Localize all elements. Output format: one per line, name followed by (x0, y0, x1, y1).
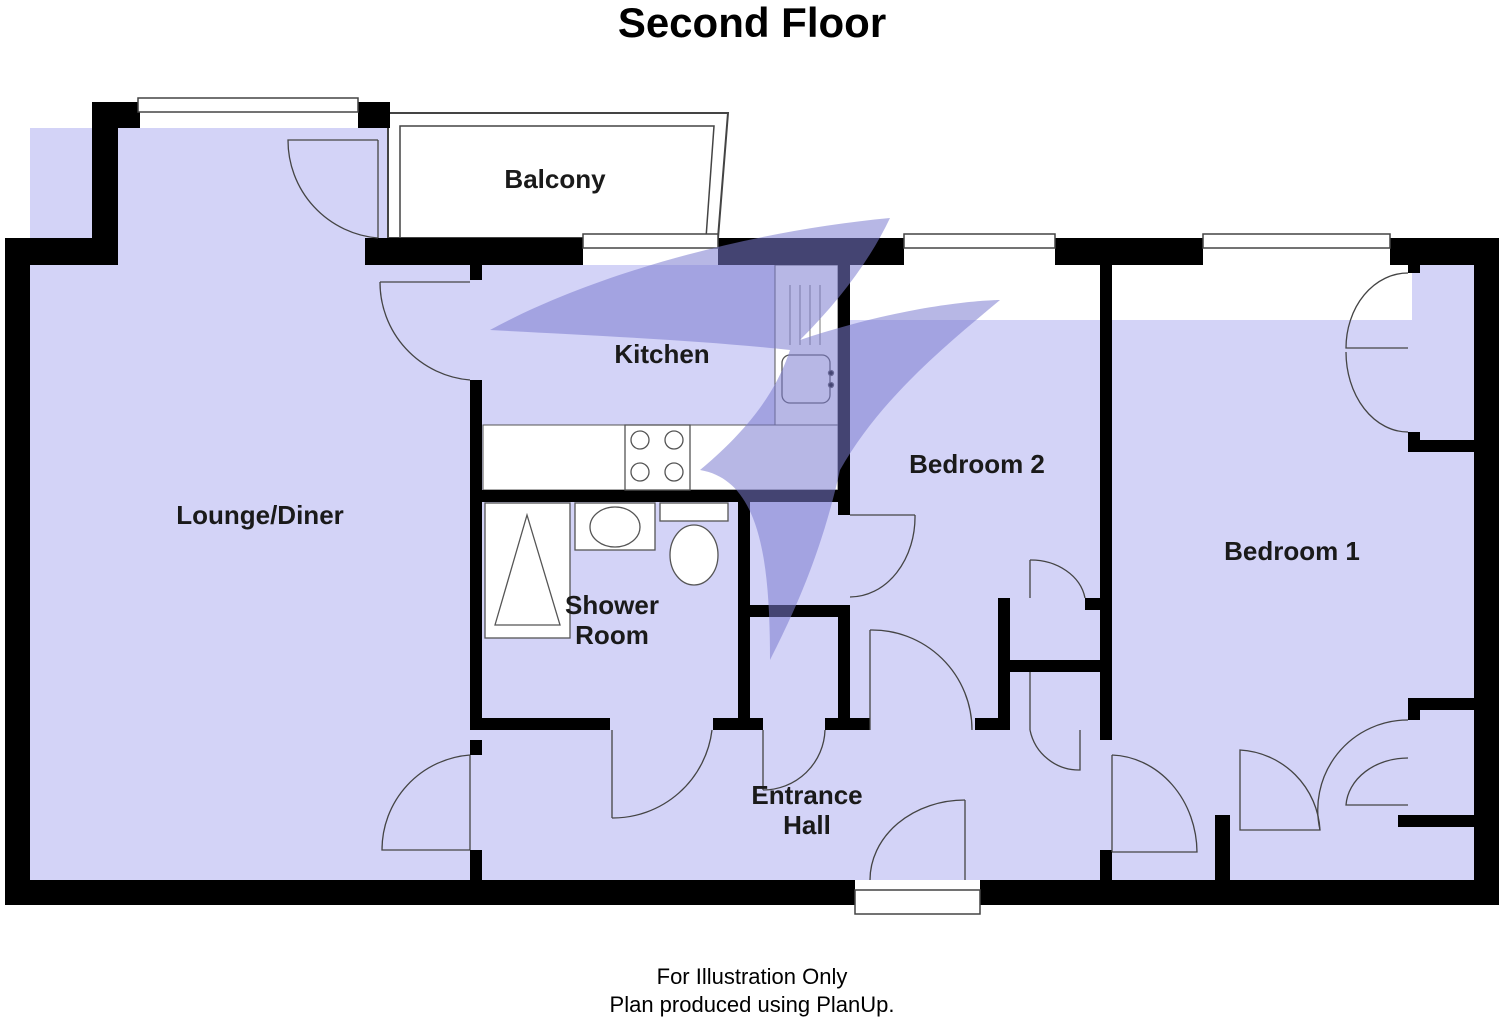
wall (470, 380, 482, 725)
window (137, 97, 359, 113)
wall (5, 238, 30, 905)
windows (137, 97, 1391, 915)
bathroom-fixtures (484, 502, 729, 639)
floor-title: Second Floor (617, 0, 887, 46)
label-shower-line1: Shower (565, 590, 659, 620)
wall (998, 660, 1100, 672)
wall (1215, 815, 1230, 880)
wall (470, 265, 482, 280)
toilet-bowl (669, 524, 719, 586)
toilet-cistern (659, 502, 729, 522)
wall (1085, 598, 1100, 610)
window (854, 889, 981, 915)
label-hall-line1: Entrance (751, 780, 862, 810)
room-labels: Lounge/Diner Kitchen Balcony Bedroom 2 B… (176, 164, 1360, 840)
watermark-logo (490, 218, 1000, 660)
wall (980, 880, 1499, 905)
wall (1055, 238, 1203, 265)
footer-disclaimer: For Illustration Only (656, 964, 848, 989)
wall (1474, 238, 1499, 905)
label-shower-line2: Room (575, 620, 649, 650)
wall (838, 605, 850, 730)
window (903, 233, 1056, 249)
bedroom1-strip (1112, 265, 1412, 320)
wall (825, 718, 870, 730)
doors (287, 139, 1409, 881)
main-fill (470, 265, 1474, 880)
wall (1390, 238, 1499, 265)
wall (1100, 265, 1112, 740)
label-kitchen: Kitchen (614, 339, 709, 369)
wall (1100, 850, 1112, 880)
wall (5, 880, 855, 905)
window (1202, 233, 1391, 249)
label-hall-line2: Hall (783, 810, 831, 840)
footer-credit: Plan produced using PlanUp. (609, 992, 895, 1017)
window (582, 233, 719, 249)
shower-tray (484, 502, 571, 639)
label-lounge: Lounge/Diner (176, 500, 344, 530)
label-balcony: Balcony (504, 164, 606, 194)
wall (470, 740, 482, 755)
label-bedroom2: Bedroom 2 (909, 449, 1045, 479)
cupboard-fill (1010, 605, 1098, 660)
wall (1408, 698, 1474, 710)
wall (92, 102, 118, 242)
wall (1408, 440, 1474, 452)
label-bedroom1: Bedroom 1 (1224, 536, 1360, 566)
wall (738, 605, 850, 617)
wall (1398, 815, 1474, 827)
wall (975, 718, 1010, 730)
wall (470, 718, 610, 730)
wall (365, 238, 583, 265)
wall (1408, 265, 1420, 273)
wall (358, 102, 390, 128)
wall (470, 850, 482, 880)
